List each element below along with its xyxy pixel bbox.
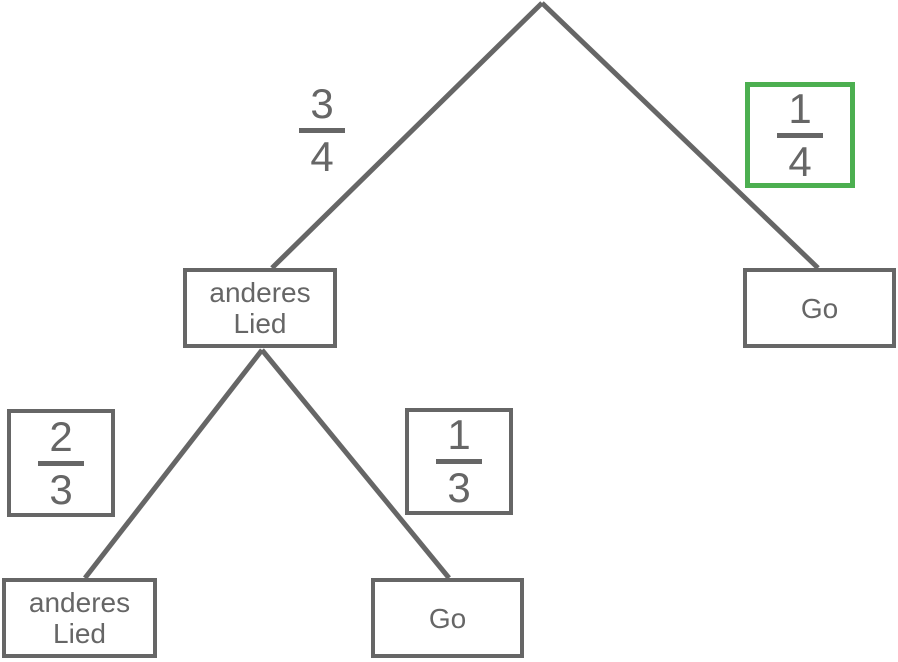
probability-two-thirds: 2 3 bbox=[38, 412, 84, 513]
fraction-denominator: 3 bbox=[447, 464, 471, 511]
node-label-line1: Go bbox=[800, 292, 839, 324]
node-go-level1: Go bbox=[743, 268, 896, 348]
branch-mid-left-line bbox=[83, 348, 264, 580]
fraction-numerator: 3 bbox=[310, 80, 334, 127]
node-label-line2: Lied bbox=[233, 308, 287, 339]
node-label-line1: anderes bbox=[28, 587, 131, 618]
fraction-bar bbox=[38, 460, 84, 466]
node-go-level2: Go bbox=[371, 578, 524, 658]
node-anderes-lied-level2: anderes Lied bbox=[2, 578, 157, 658]
fraction-denominator: 3 bbox=[49, 465, 73, 513]
probability-one-third-box[interactable]: 1 3 bbox=[405, 408, 513, 515]
probability-three-quarters: 3 4 bbox=[293, 82, 351, 179]
fraction-denominator: 4 bbox=[310, 133, 334, 180]
node-label-line2: Lied bbox=[53, 618, 106, 649]
node-anderes-lied-level1: anderes Lied bbox=[183, 268, 337, 348]
probability-one-third: 1 3 bbox=[436, 413, 482, 510]
branch-root-right-line bbox=[540, 1, 820, 270]
fraction-numerator: 1 bbox=[788, 84, 812, 132]
probability-one-quarter-box[interactable]: 1 4 bbox=[745, 82, 855, 188]
branch-root-left-line bbox=[270, 1, 544, 270]
branch-mid-right-line bbox=[260, 348, 451, 580]
node-label-line1: Go bbox=[428, 602, 467, 634]
fraction-numerator: 1 bbox=[447, 411, 471, 458]
fraction-bar bbox=[777, 132, 823, 138]
probability-one-quarter: 1 4 bbox=[777, 84, 823, 185]
fraction-bar bbox=[436, 459, 482, 464]
fraction-denominator: 4 bbox=[788, 137, 812, 185]
node-label-line1: anderes bbox=[209, 277, 311, 308]
probability-two-thirds-box[interactable]: 2 3 bbox=[7, 409, 115, 517]
fraction-numerator: 2 bbox=[49, 412, 73, 460]
fraction-bar bbox=[299, 128, 345, 133]
